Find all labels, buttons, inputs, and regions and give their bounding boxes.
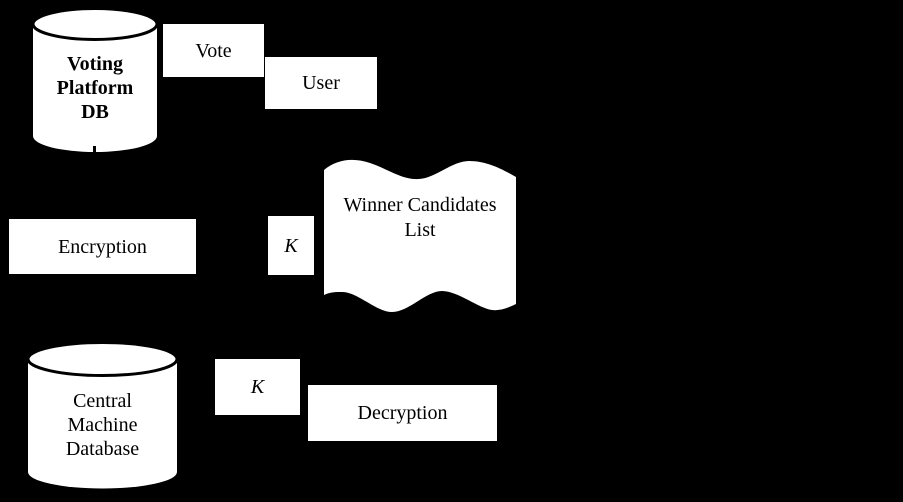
user-box: User <box>265 57 377 109</box>
vote-label: Vote <box>195 39 232 62</box>
voting-db-cylinder-body <box>33 24 157 152</box>
voting-db-label-line: Voting <box>67 53 123 75</box>
key-decrypt-label: K <box>250 376 265 398</box>
user-label: User <box>302 72 340 94</box>
key-decrypt-box: K <box>215 359 300 415</box>
winner-list-label-line: List <box>404 219 436 241</box>
key-encrypt-box: K <box>268 216 314 275</box>
winner-list-wavy-document <box>324 159 516 312</box>
central-db-label: Central Machine Database <box>28 389 177 461</box>
winner-list-label: Winner Candidates List <box>324 193 516 243</box>
encryption-box: Encryption <box>9 219 196 274</box>
decryption-label: Decryption <box>357 402 448 424</box>
voting-db-label-line: Platform <box>56 77 134 99</box>
key-encrypt-label: K <box>284 234 298 257</box>
vote-box: Vote <box>163 24 264 77</box>
voting-db-cylinder-top <box>31 7 159 41</box>
central-db-cylinder-top <box>26 341 179 377</box>
central-db-label-line: Database <box>65 438 140 460</box>
central-db-cylinder-body <box>28 359 177 489</box>
decryption-box: Decryption <box>308 385 497 441</box>
voting-db-label: Voting Platform DB <box>33 52 157 124</box>
voting-db-label-line: DB <box>81 101 109 123</box>
central-db-label-line: Central <box>73 390 132 412</box>
central-db-label-line: Machine <box>67 414 138 436</box>
winner-list-label-line: Winner Candidates <box>343 194 497 216</box>
encryption-label: Encryption <box>58 235 147 258</box>
